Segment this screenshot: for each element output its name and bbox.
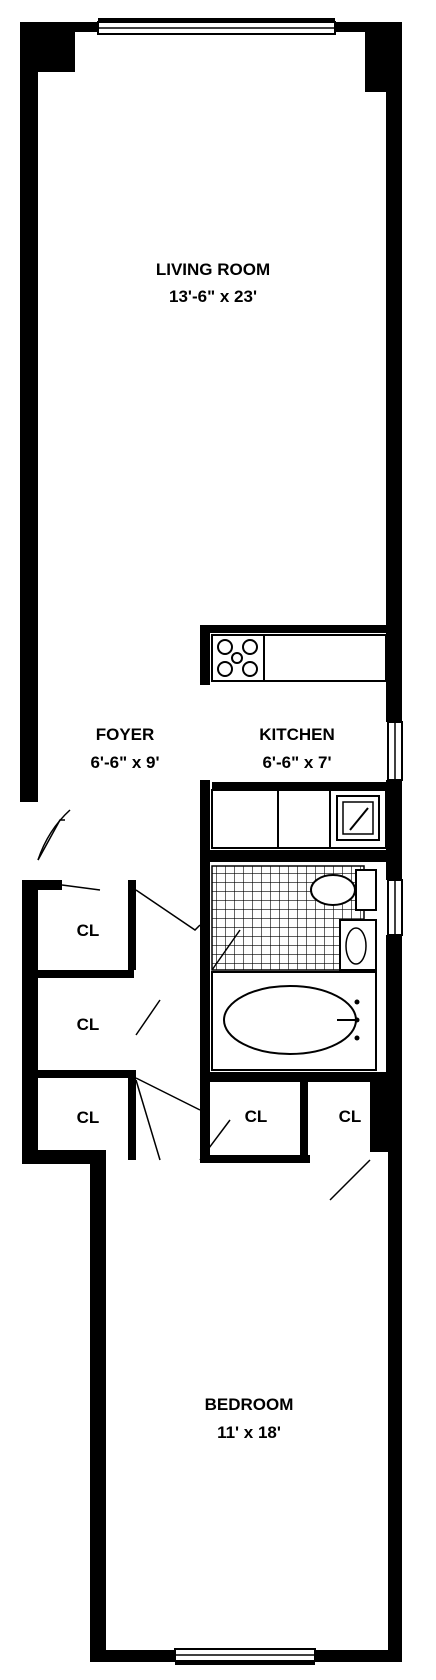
sink-icon — [336, 795, 380, 841]
toilet-icon — [310, 869, 377, 911]
kitchen-dims: 6'-6" x 7' — [262, 753, 331, 772]
bathtub-icon — [211, 971, 377, 1071]
upper-counter — [263, 634, 387, 682]
kitchen-window — [387, 721, 403, 781]
kitchen-label: KITCHEN — [259, 725, 335, 744]
foyer-dims: 6'-6" x 9' — [90, 753, 159, 772]
living-room-dims: 13'-6" x 23' — [169, 287, 257, 306]
closet-label-2: CL — [77, 1015, 100, 1034]
closet-walls — [22, 880, 390, 1163]
kitchen-walls — [200, 625, 390, 862]
stove — [211, 634, 265, 682]
top-window — [97, 18, 336, 35]
closet-label-4: CL — [245, 1107, 268, 1126]
closet-label-5: CL — [339, 1107, 362, 1126]
bedroom-dims: 11' x 18' — [217, 1423, 281, 1442]
bath-window — [387, 879, 403, 936]
bedroom-label: BEDROOM — [205, 1395, 294, 1414]
closet-label-1: CL — [77, 921, 100, 940]
door-swings — [37, 809, 371, 1201]
closet-label-3: CL — [77, 1108, 100, 1127]
living-room-label: LIVING ROOM — [156, 260, 270, 279]
foyer-label: FOYER — [96, 725, 155, 744]
bath-door-swing — [211, 929, 241, 971]
vanity-sink-icon — [339, 919, 377, 971]
bottom-window — [174, 1648, 316, 1665]
bathroom-walls — [200, 862, 390, 1082]
